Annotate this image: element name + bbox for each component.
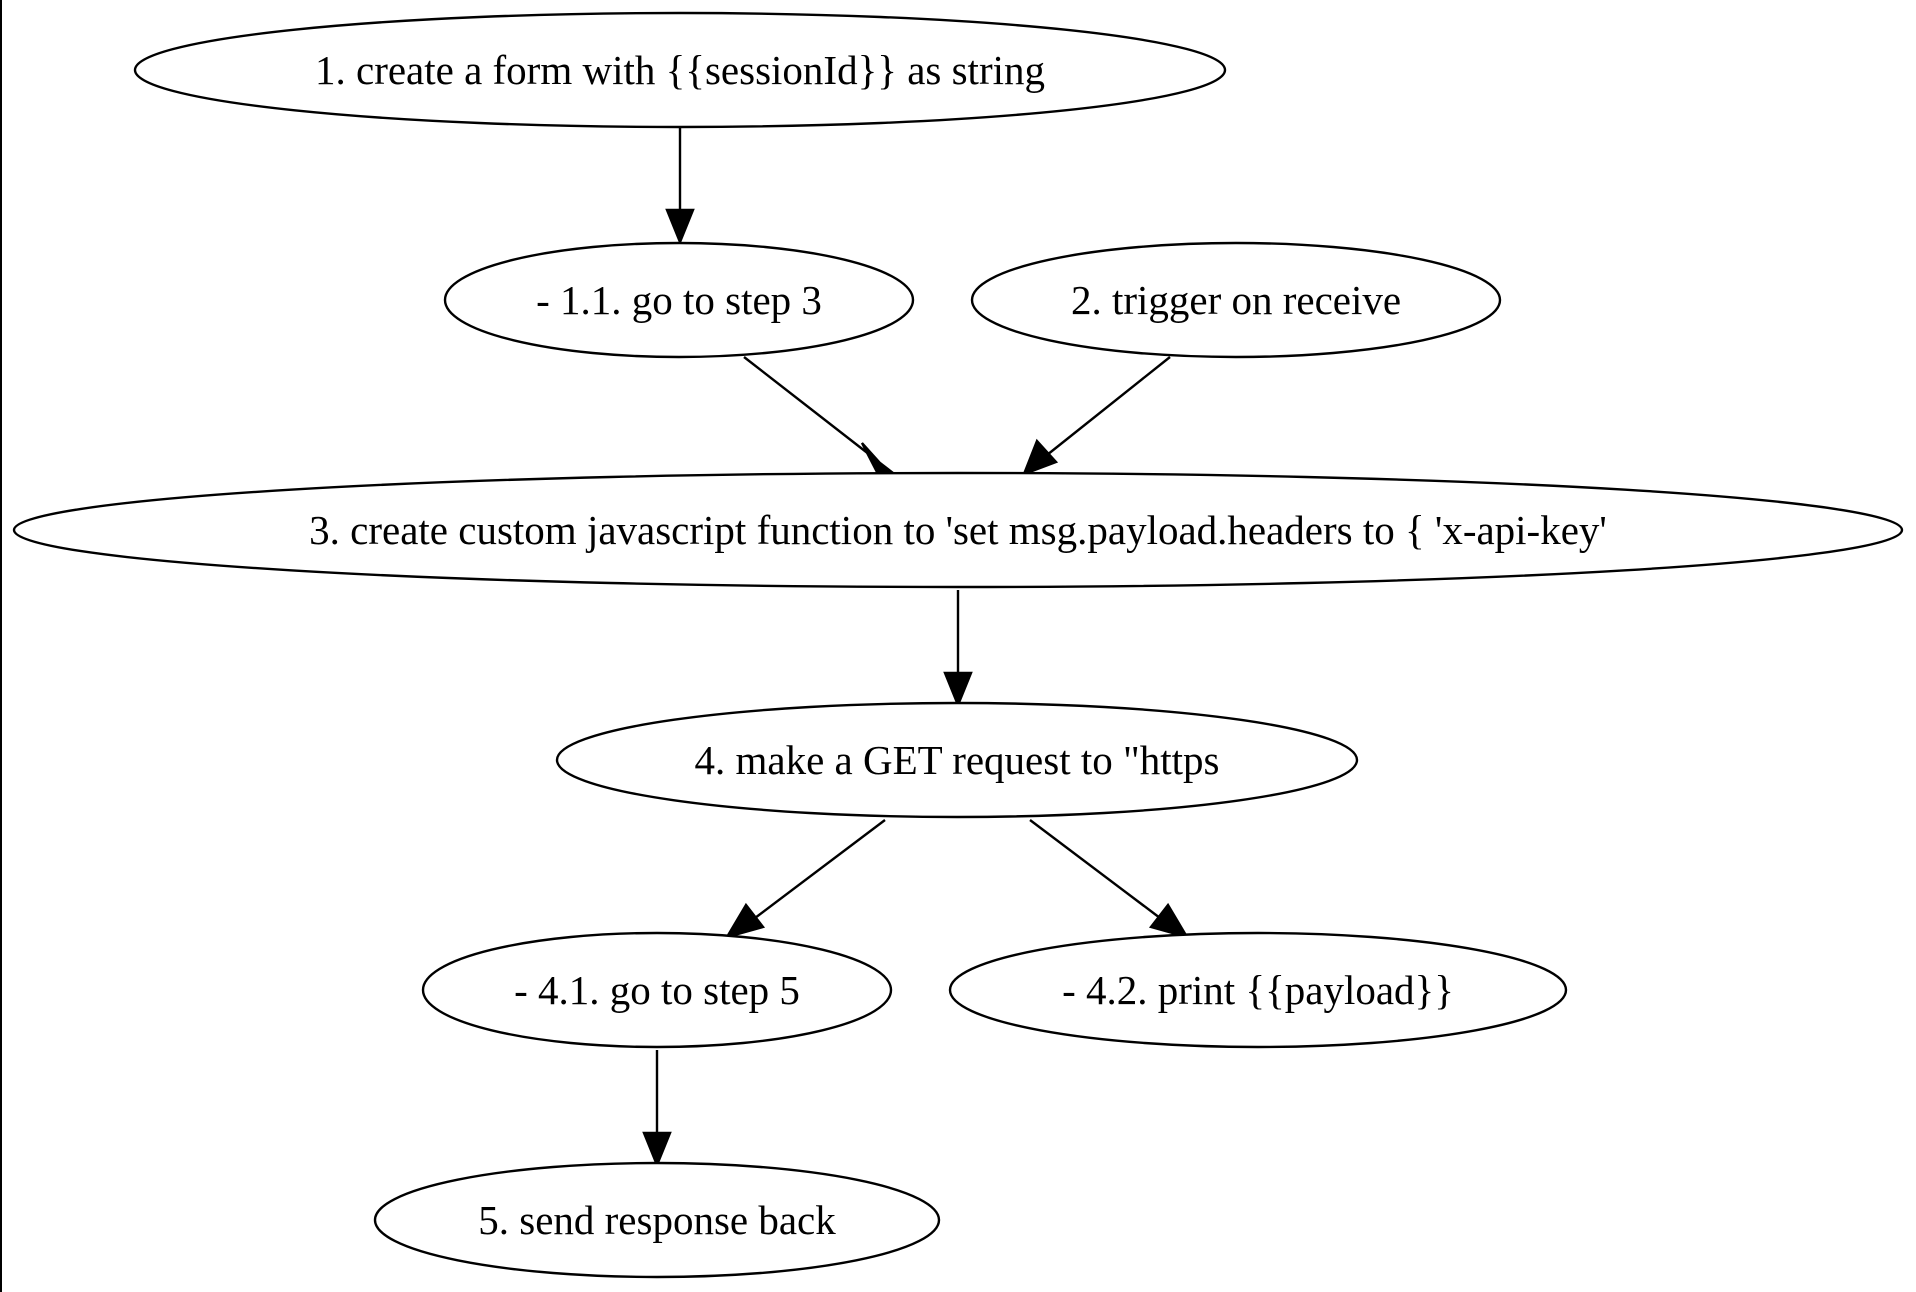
edge-step-4-1-to-step-5	[642, 1050, 672, 1169]
node-step-5-label: 5. send response back	[478, 1197, 836, 1243]
node-step-4: 4. make a GET request to "https	[555, 701, 1359, 819]
node-step-1-1-label: - 1.1. go to step 3	[536, 277, 822, 323]
node-step-3-label: 3. create custom javascript function to …	[309, 507, 1607, 553]
nodes: 1. create a form with {{sessionId}} as s…	[12, 11, 1904, 1279]
edges	[642, 128, 1190, 1169]
edge-step-2-to-step-3	[1021, 356, 1171, 477]
edge-step-3-to-step-4	[943, 590, 973, 709]
node-step-4-1: - 4.1. go to step 5	[421, 931, 893, 1049]
node-step-1-label: 1. create a form with {{sessionId}} as s…	[315, 47, 1045, 93]
node-step-2-label: 2. trigger on receive	[1071, 277, 1401, 323]
edge-step-4-to-step-4-1	[724, 819, 886, 939]
edge-step-4-to-step-4-2	[1029, 819, 1190, 939]
edge-step-1-to-step-1-1	[665, 128, 695, 246]
node-step-1-1: - 1.1. go to step 3	[443, 241, 915, 359]
node-step-1: 1. create a form with {{sessionId}} as s…	[133, 11, 1227, 129]
node-step-4-1-label: - 4.1. go to step 5	[514, 967, 800, 1013]
node-step-4-2: - 4.2. print {{payload}}	[948, 931, 1568, 1049]
node-step-2: 2. trigger on receive	[970, 241, 1502, 359]
node-step-4-label: 4. make a GET request to "https	[695, 737, 1220, 783]
edge-step-1-1-to-step-3	[743, 356, 897, 476]
node-step-5: 5. send response back	[373, 1161, 941, 1279]
node-step-4-2-label: - 4.2. print {{payload}}	[1062, 967, 1454, 1013]
node-step-3: 3. create custom javascript function to …	[12, 471, 1904, 589]
